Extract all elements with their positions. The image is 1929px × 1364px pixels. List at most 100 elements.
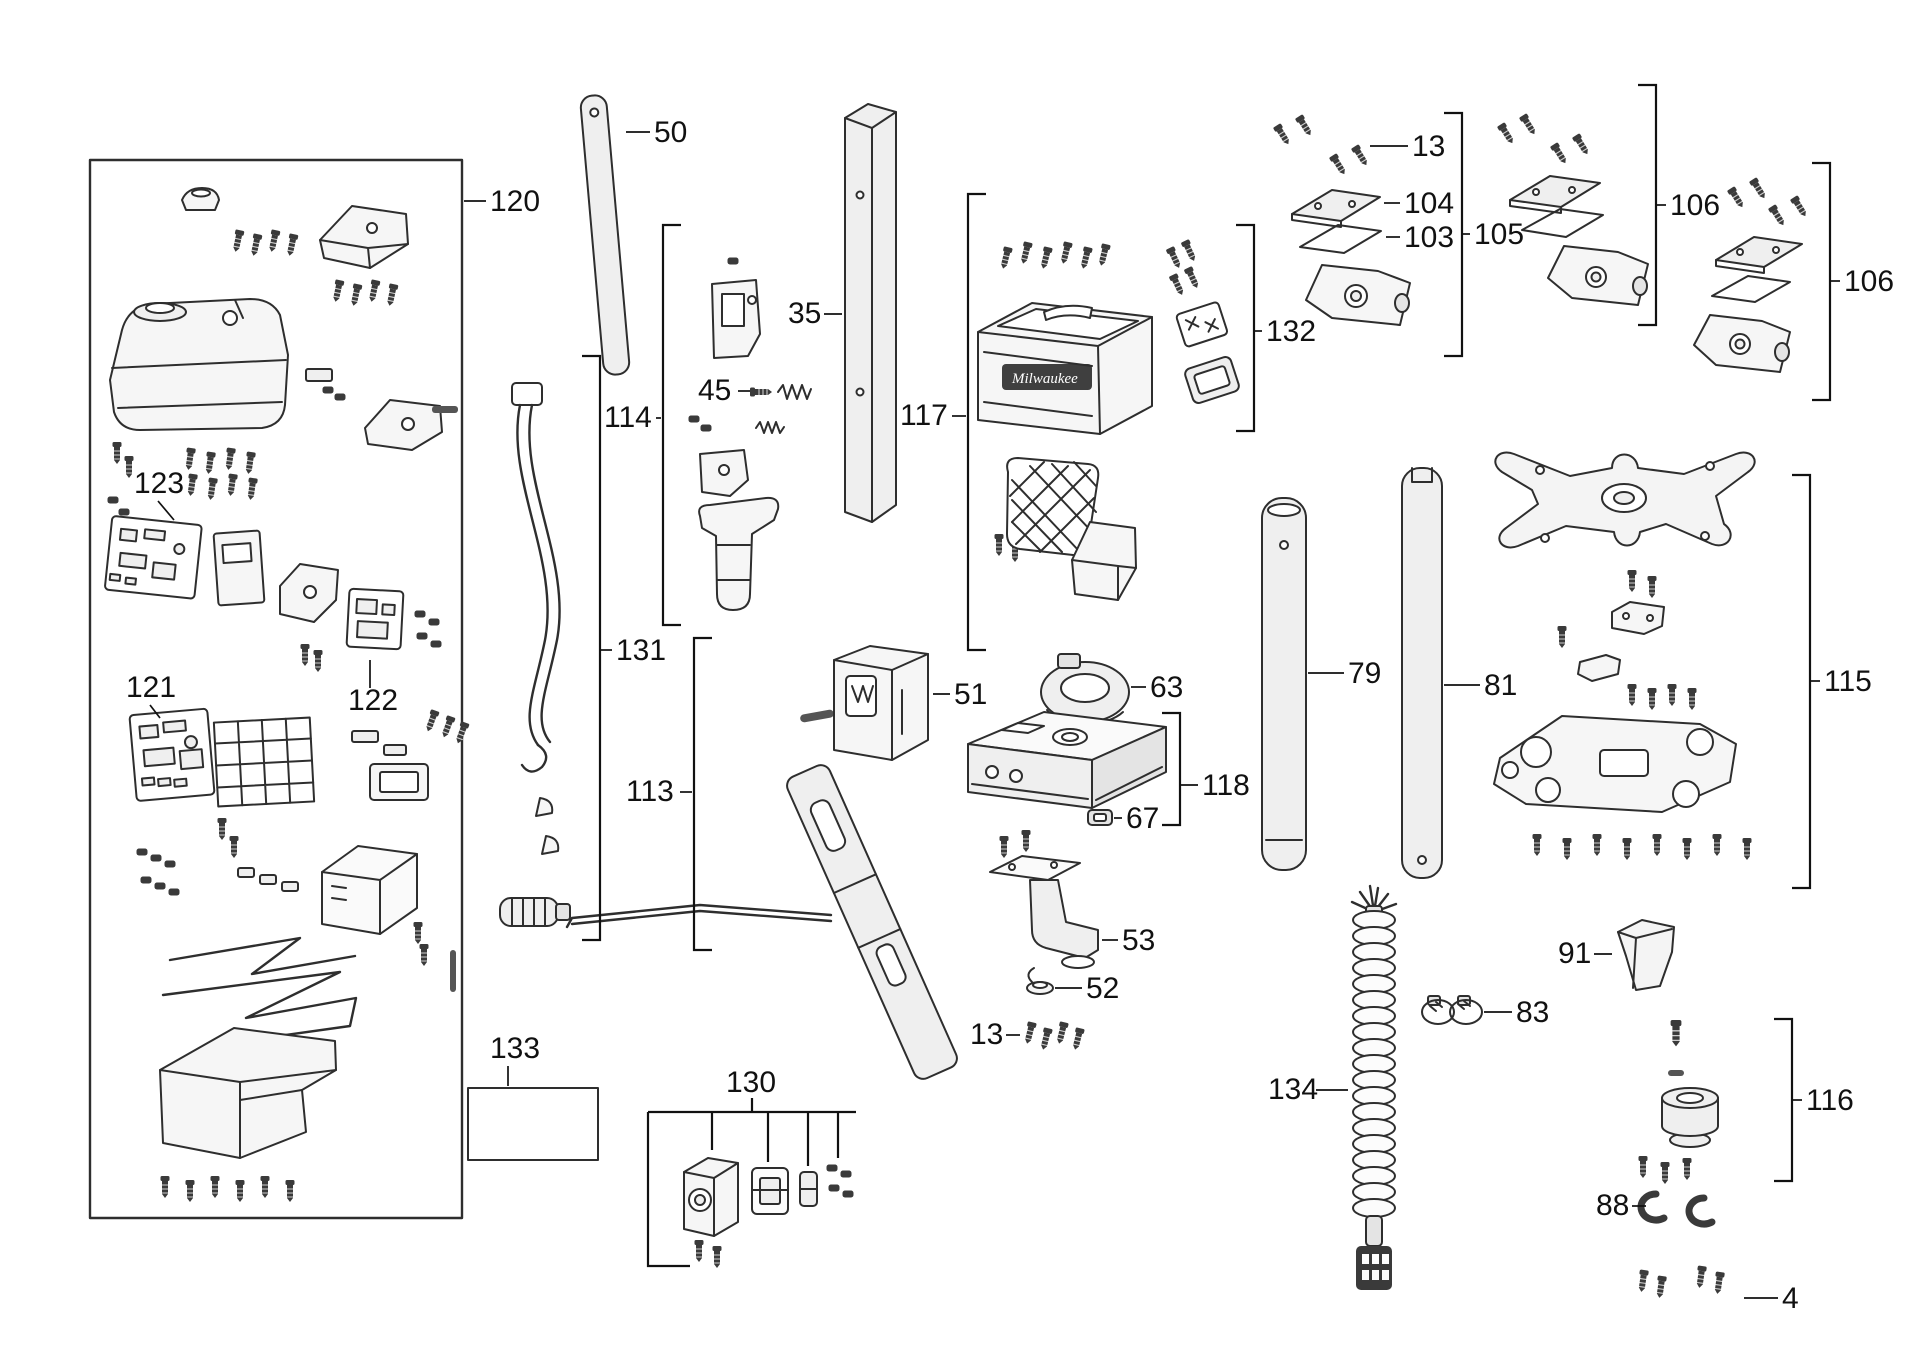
part-wire-harness	[161, 936, 358, 1042]
part-terminal-block	[683, 1157, 739, 1237]
bracket-113	[692, 636, 712, 952]
part-134-coil-cable	[1350, 884, 1398, 1290]
callout-114-label: 114	[604, 401, 652, 434]
part-63-clamp-ring	[1040, 653, 1130, 725]
group-117: Milwaukee	[977, 240, 1153, 601]
screw-set-106-right	[1726, 176, 1810, 229]
callout-50-label: 50	[654, 116, 687, 149]
part-battery-box: Milwaukee	[977, 302, 1153, 435]
screw-set-115-a	[1556, 569, 1698, 711]
group-113	[565, 709, 958, 1080]
bracket-115	[1792, 473, 1812, 890]
callout-133-label: 133	[490, 1032, 540, 1065]
bracket-131	[582, 354, 602, 942]
part-screw-and-springs	[688, 384, 812, 434]
bracket-106-right	[1812, 161, 1832, 402]
callout-105-label: 105	[1474, 218, 1524, 251]
part-laser-module-105	[1305, 264, 1411, 326]
part-cover-plate-104	[1291, 189, 1381, 228]
callout-123-label: 123	[134, 467, 184, 500]
callout-52-label: 52	[1086, 972, 1119, 1005]
bracket-130	[646, 1098, 856, 1268]
part-79-pole	[1261, 497, 1307, 871]
part-plate-d	[369, 763, 429, 801]
part-bracket-mount	[1071, 521, 1137, 601]
part-plate-x	[1175, 301, 1229, 348]
part-88-clips	[1637, 1190, 1716, 1228]
callout-91-label: 91	[1558, 937, 1591, 970]
bracket-132	[1236, 223, 1256, 433]
screw-set-132	[1165, 238, 1202, 298]
part-main-housing	[109, 298, 289, 431]
group-116	[1637, 1019, 1719, 1185]
part-pcb-123	[104, 515, 203, 600]
callout-113-label: 113	[626, 775, 674, 808]
callout-13-top-label: 13	[1412, 130, 1445, 163]
callout-121-label: 121	[126, 671, 176, 704]
callout-104-label: 104	[1404, 187, 1454, 220]
part-118-drive-base	[967, 711, 1167, 809]
part-lower-housing	[159, 1027, 337, 1159]
battery-box-brand-label: Milwaukee	[1011, 371, 1078, 387]
part-laser-module-106-mid	[1547, 245, 1649, 306]
part-hose-adapter	[499, 897, 571, 927]
part-pcb-121	[128, 707, 216, 802]
callout-35-label: 35	[788, 297, 821, 330]
bracket-114	[661, 223, 681, 627]
part-module-122	[345, 587, 405, 651]
part-clamp-upper	[711, 279, 761, 359]
callout-106-mid-label: 106	[1670, 189, 1720, 222]
part-clips-row	[237, 867, 299, 892]
bracket-118	[1162, 711, 1182, 827]
frame-120	[88, 158, 464, 1220]
part-67-pad	[1087, 809, 1113, 826]
part-cover-plate-106-right	[1715, 236, 1803, 274]
callout-106-right-label: 106	[1844, 265, 1894, 298]
part-laser-module-106-right	[1693, 314, 1791, 373]
part-gasket-103	[1299, 224, 1382, 254]
callout-118-label: 118	[1202, 769, 1250, 802]
part-91-leg-cap	[1617, 919, 1675, 991]
part-strap	[511, 382, 561, 855]
callout-79-label: 79	[1348, 657, 1381, 690]
part-83-double-clamp	[1421, 995, 1483, 1025]
part-53-mount-bracket	[989, 829, 1099, 969]
screw-set-116	[1637, 1155, 1693, 1185]
bracket-116	[1774, 1017, 1794, 1183]
part-clip-sm-115	[1577, 654, 1621, 682]
part-cover-plate-106-mid	[1509, 175, 1601, 214]
callout-63-label: 63	[1150, 671, 1183, 704]
callout-83-label: 83	[1516, 996, 1549, 1029]
callout-117-label: 117	[900, 399, 948, 432]
part-side-plate	[305, 368, 333, 382]
part-leg-spider	[1494, 451, 1756, 549]
part-grip-handle	[698, 496, 780, 611]
part-gasket-106-mid	[1521, 208, 1604, 238]
callout-115-label: 115	[1824, 665, 1872, 698]
callout-131-label: 131	[616, 634, 666, 667]
part-bolt-116	[1669, 1019, 1683, 1048]
callout-132-label: 132	[1266, 315, 1316, 348]
part-51-battery-cup	[833, 645, 929, 761]
part-crank-rod	[565, 903, 833, 929]
screw-set-13-top	[1272, 113, 1371, 178]
part-52-grommet	[1026, 967, 1054, 995]
part-133-label-plate	[467, 1087, 599, 1161]
callout-103-label: 103	[1404, 221, 1454, 254]
callout-53-label: 53	[1122, 924, 1155, 957]
part-pin-a	[432, 406, 458, 413]
group-131	[499, 382, 571, 927]
leader-123	[157, 500, 175, 521]
part-pcb-cover	[212, 529, 266, 607]
part-plate-y	[1184, 356, 1240, 404]
part-small-rails	[351, 730, 407, 756]
part-50-pole	[579, 94, 631, 376]
part-clip-sm-130	[799, 1171, 818, 1207]
callout-122-label: 122	[348, 684, 398, 717]
group-106-mid	[1496, 112, 1649, 306]
part-latch	[1611, 601, 1665, 635]
callout-67-label: 67	[1126, 802, 1159, 835]
screw-set-13-bottom	[1022, 1020, 1086, 1052]
part-base-plate	[1493, 715, 1737, 813]
callout-134-label: 134	[1268, 1073, 1318, 1106]
